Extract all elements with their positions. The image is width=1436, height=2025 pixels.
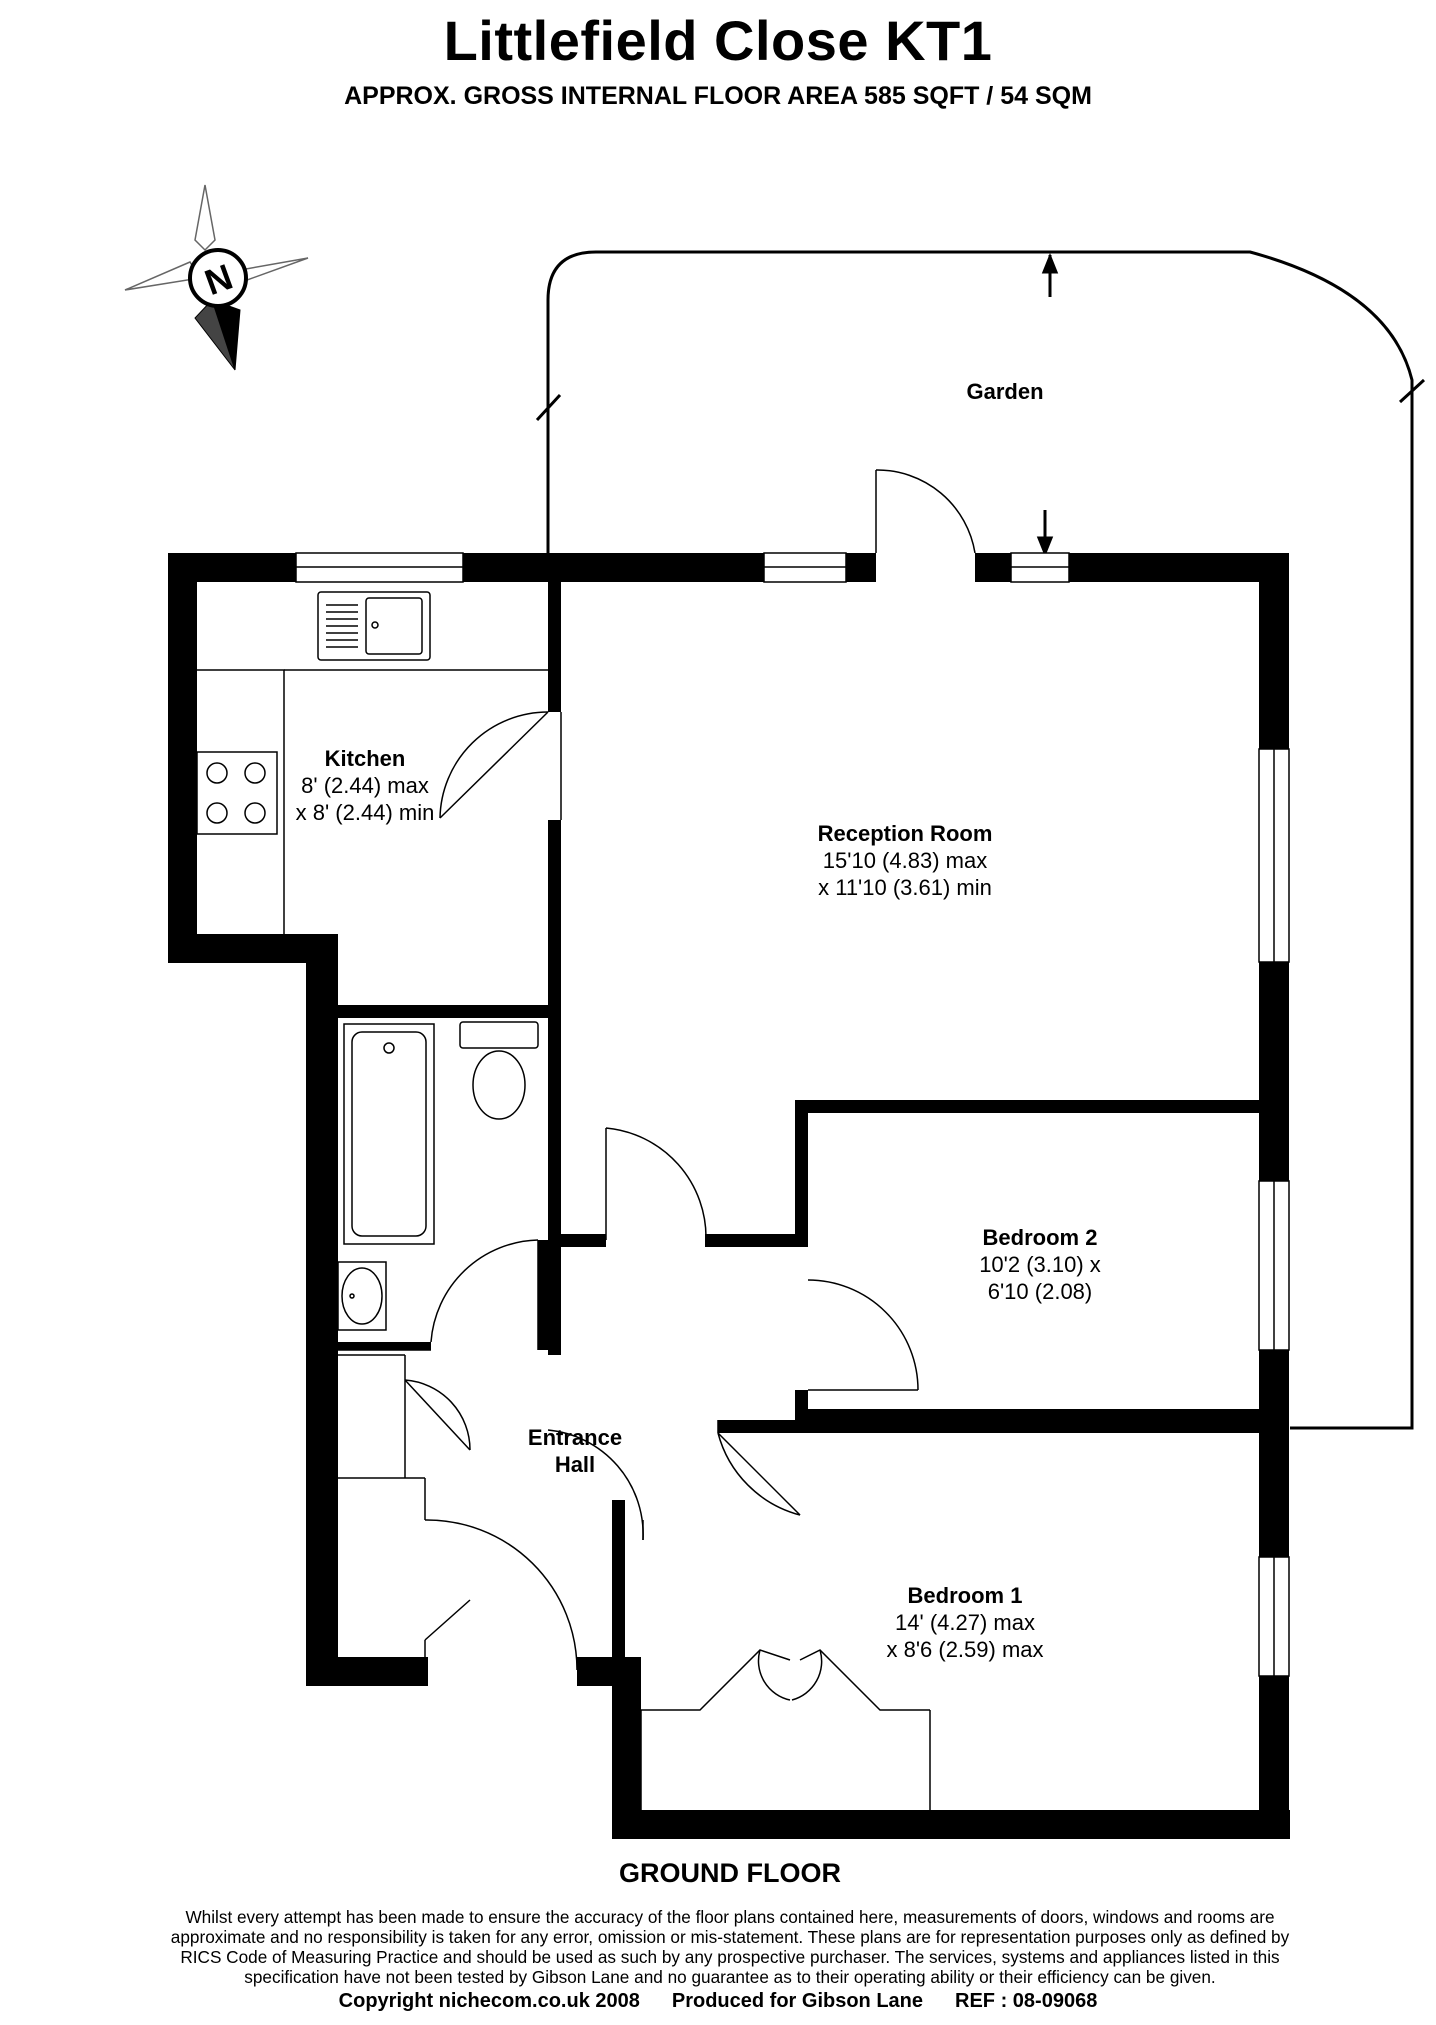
hob-icon	[196, 751, 278, 835]
compass-rose-icon: N	[124, 184, 309, 371]
doors	[338, 469, 976, 1810]
floor-area-subtitle: APPROX. GROSS INTERNAL FLOOR AREA 585 SQ…	[344, 82, 1092, 110]
footer: Copyright nichecom.co.uk 2008 Produced fo…	[0, 1990, 1436, 2013]
bedroom-2-label: Bedroom 2 10'2 (3.10) x 6'10 (2.08)	[940, 1224, 1140, 1305]
kitchen-dim-1: 8' (2.44) max	[301, 773, 429, 798]
reception-room-name: Reception Room	[817, 821, 993, 846]
reception-room-dim-1: 15'10 (4.83) max	[822, 848, 988, 873]
kitchen-label: Kitchen 8' (2.44) max x 8' (2.44) min	[285, 745, 445, 826]
copyright-text: Copyright nichecom.co.uk 2008	[338, 1990, 640, 2012]
kitchen-dim-2: x 8' (2.44) min	[295, 800, 435, 825]
disclaimer-text: Whilst every attempt has been made to en…	[170, 1907, 1290, 1987]
reception-room-label: Reception Room 15'10 (4.83) max x 11'10 …	[790, 820, 1020, 901]
bedroom-1-name: Bedroom 1	[907, 1583, 1023, 1608]
entrance-hall-name: Entrance	[527, 1425, 623, 1450]
toilet-icon	[459, 1021, 539, 1120]
external-walls	[168, 553, 1290, 1839]
basin-icon	[337, 1261, 387, 1331]
bathroom-fittings	[337, 1021, 539, 1351]
bedroom-2-name: Bedroom 2	[982, 1225, 1098, 1250]
plan-title: Littlefield Close KT1	[443, 9, 993, 72]
entrance-hall-label: Entrance Hall	[500, 1424, 650, 1478]
produced-for-text: Produced for Gibson Lane	[671, 1990, 924, 2012]
garden-name: Garden	[966, 379, 1044, 404]
bath-icon	[343, 1023, 435, 1245]
internal-walls	[338, 582, 1289, 1680]
floor-label: GROUND FLOOR	[619, 1858, 841, 1888]
sink-icon	[317, 591, 431, 661]
reference-text: REF : 08-09068	[955, 1990, 1098, 2012]
bedroom-1-dim-2: x 8'6 (2.59) max	[886, 1637, 1044, 1662]
entrance-hall-name-2: Hall	[554, 1452, 596, 1477]
bedroom-2-dim-2: 6'10 (2.08)	[987, 1279, 1093, 1304]
garden-label: Garden	[940, 378, 1070, 405]
reception-room-dim-2: x 11'10 (3.61) min	[818, 875, 992, 900]
windows	[295, 552, 1290, 1677]
bedroom-1-label: Bedroom 1 14' (4.27) max x 8'6 (2.59) ma…	[860, 1582, 1070, 1663]
kitchen-fittings	[196, 591, 548, 934]
bedroom-1-dim-1: 14' (4.27) max	[895, 1610, 1035, 1635]
kitchen-name: Kitchen	[324, 746, 406, 771]
bedroom-2-dim-1: 10'2 (3.10) x	[979, 1252, 1101, 1277]
garden-outline	[535, 250, 1426, 1430]
